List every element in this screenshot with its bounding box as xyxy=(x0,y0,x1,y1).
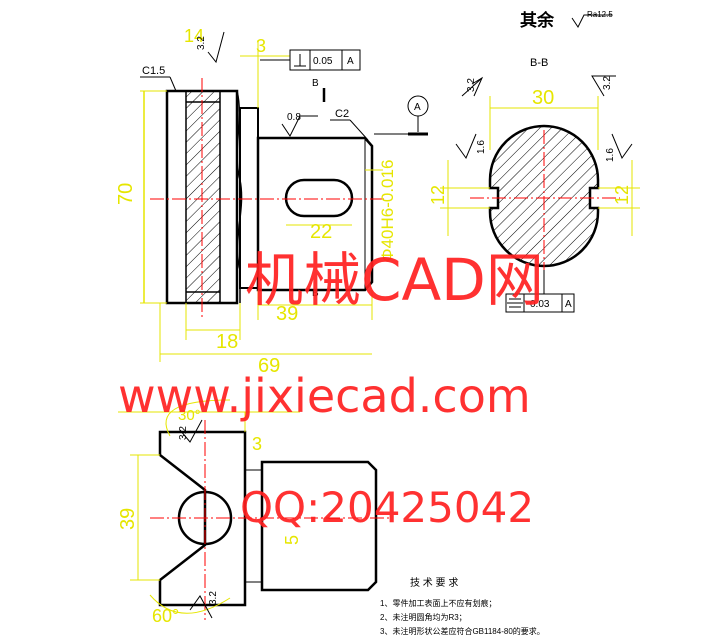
watermark: 机械CAD网 www.jixiecad.com QQ:20425042 xyxy=(118,246,544,532)
dim-18: 18 xyxy=(216,331,238,353)
dim-69: 69 xyxy=(258,355,280,377)
roughness-16-left: 1.6 xyxy=(476,140,487,154)
dim-12-right: 12 xyxy=(612,185,632,205)
sym-value: 0.03 xyxy=(530,299,550,310)
symmetry-icon xyxy=(507,298,523,308)
dim-5: 5 xyxy=(282,535,302,545)
shaft-bottom-outline xyxy=(260,460,378,592)
watermark-line1: 机械CAD网 xyxy=(245,246,544,314)
watermark-line3: QQ:20425042 xyxy=(240,483,534,532)
roughness-32-front: 3.2 xyxy=(196,36,207,50)
dim-39-bottom: 39 xyxy=(117,508,139,530)
roughness-32-bb-right: 3.2 xyxy=(602,76,613,90)
chamfer-c2: C2 xyxy=(335,108,349,120)
dim-60: 60° xyxy=(152,606,179,626)
roughness-symbol-icon xyxy=(571,14,612,28)
sym-datum: A xyxy=(565,299,572,310)
dim-fit: Φ40H6-0.016 xyxy=(378,160,397,262)
note-3: 3、未注明形状公差应符合GB1184-80的要求。 xyxy=(380,626,545,636)
front-view: 70 18 39 69 22 Φ40H6-0.016 3 14 3.2 C1.5… xyxy=(115,26,429,377)
technical-notes: 技 术 要 求 1、零件加工表面上不应有划痕； 2、未注明圆角均为R3； 3、未… xyxy=(380,576,545,636)
roughness-32-bottom-low: 3.2 xyxy=(208,591,219,605)
dim-30: 30 xyxy=(532,87,554,109)
dim-22: 22 xyxy=(310,221,332,243)
roughness-32-bottom-top: 3.2 xyxy=(178,426,189,440)
notes-heading: 技 术 要 求 xyxy=(410,576,458,589)
header-roughness: 其余 Ra12.5 xyxy=(520,10,613,30)
section-b-bottom: B xyxy=(312,288,319,299)
section-view-bb: B-B 30 12 12 3.2 3.2 1.6 1.6 0. xyxy=(428,57,640,313)
bottom-view: 39 3 60° 30° 5 3.2 3.2 xyxy=(117,399,392,626)
perp-value: 0.05 xyxy=(313,56,333,67)
dim-3-top: 3 xyxy=(256,36,266,56)
watermark-line2: www.jixiecad.com xyxy=(118,369,531,423)
dim-12-left: 12 xyxy=(428,185,448,205)
roughness-32-bb-left: 3.2 xyxy=(466,78,477,92)
dim-70: 70 xyxy=(115,183,137,205)
symmetry-frame xyxy=(505,293,575,313)
angle-arc-60 xyxy=(149,594,231,614)
angle-arc-30 xyxy=(165,399,231,437)
dim-30-deg: 30° xyxy=(178,407,201,424)
datum-a-label: A xyxy=(414,102,421,113)
dim-14: 14 xyxy=(184,26,204,46)
section-b-top: B xyxy=(312,78,319,89)
dim-39: 39 xyxy=(276,303,298,325)
header-title: 其余 xyxy=(520,10,555,30)
flange-hatch xyxy=(185,90,221,304)
note-2: 2、未注明圆角均为R3； xyxy=(380,612,467,622)
key-slot xyxy=(284,178,354,218)
perp-datum: A xyxy=(347,56,354,67)
roughness-16-right: 1.6 xyxy=(605,148,616,162)
section-label: B-B xyxy=(530,57,548,69)
note-1: 1、零件加工表面上不应有划痕； xyxy=(380,598,496,608)
dim-3-bottom: 3 xyxy=(252,434,262,454)
header-roughness-value: Ra12.5 xyxy=(587,10,613,19)
roughness-08: 0.8 xyxy=(287,112,301,123)
chamfer-c15: C1.5 xyxy=(142,65,165,77)
